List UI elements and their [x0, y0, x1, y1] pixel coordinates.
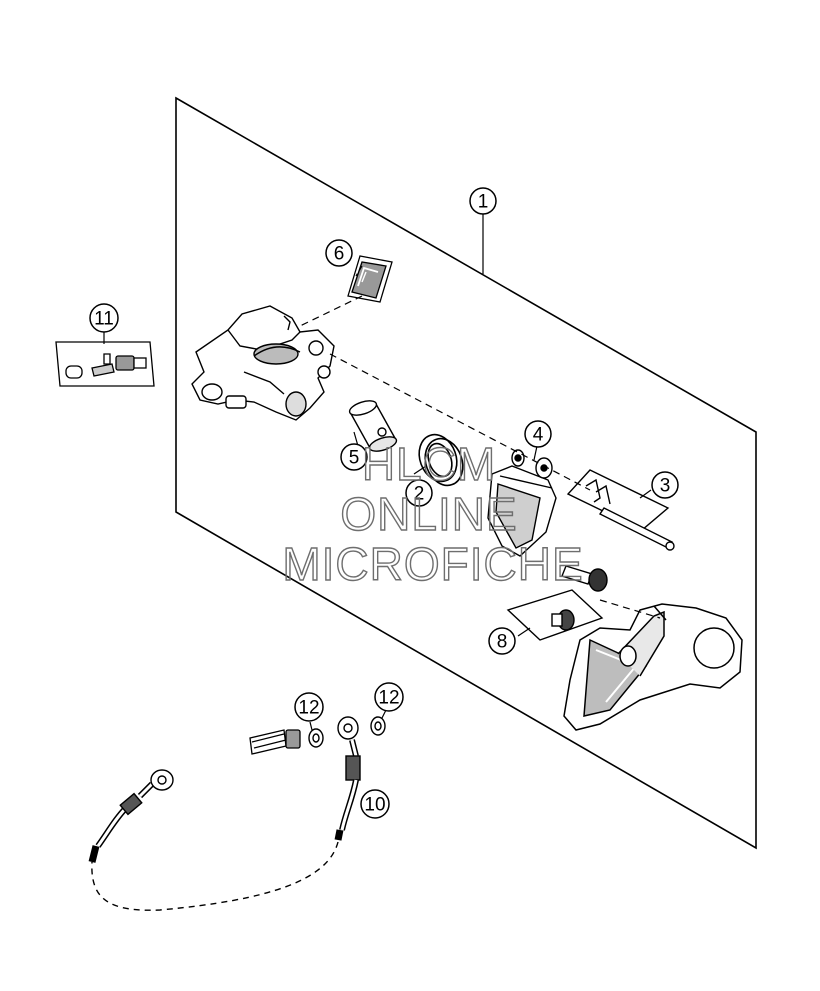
callout-4: 4 [524, 420, 552, 448]
leader-lines [103, 214, 661, 731]
callout-11: 11 [89, 303, 119, 333]
svg-text:ONLINE: ONLINE [340, 488, 517, 540]
sealing-washers [308, 716, 386, 748]
brake-pads [487, 449, 557, 557]
callout-5: 5 [340, 443, 368, 471]
pad-spring [347, 255, 393, 303]
svg-text:8: 8 [497, 632, 508, 653]
callout-10: 10 [360, 789, 390, 819]
svg-text:12: 12 [298, 698, 319, 719]
pad-pin-kit [566, 469, 675, 551]
callout-1: 1 [469, 187, 497, 215]
svg-text:MICROFICHE: MICROFICHE [282, 538, 583, 590]
svg-text:5: 5 [349, 448, 360, 469]
callout-6: 6 [325, 239, 353, 267]
caliper-body [191, 305, 335, 421]
svg-text:HLCM: HLCM [362, 438, 496, 490]
assembly-panel [175, 96, 757, 850]
callout-8: 8 [488, 627, 516, 655]
callout-12-right: 12 [374, 682, 404, 712]
seal-kit [418, 433, 464, 487]
svg-text:6: 6 [334, 244, 345, 265]
svg-text:10: 10 [364, 795, 385, 816]
piston [348, 400, 398, 452]
svg-text:1: 1 [478, 192, 489, 213]
callout-2: 2 [405, 479, 433, 507]
brake-line [88, 716, 361, 911]
svg-text:11: 11 [94, 309, 114, 330]
svg-text:4: 4 [533, 425, 544, 446]
bleeder-kit [55, 341, 155, 387]
svg-text:2: 2 [414, 484, 425, 505]
svg-text:12: 12 [378, 688, 399, 709]
watermark: HLCM ONLINE MICROFICHE [282, 437, 584, 590]
caliper-bracket [563, 603, 743, 731]
callout-3: 3 [651, 471, 679, 499]
slider-bolt-kit [506, 565, 608, 641]
banjo-bolt [249, 729, 301, 755]
callout-12-left: 12 [294, 692, 324, 722]
svg-text:3: 3 [660, 476, 671, 497]
